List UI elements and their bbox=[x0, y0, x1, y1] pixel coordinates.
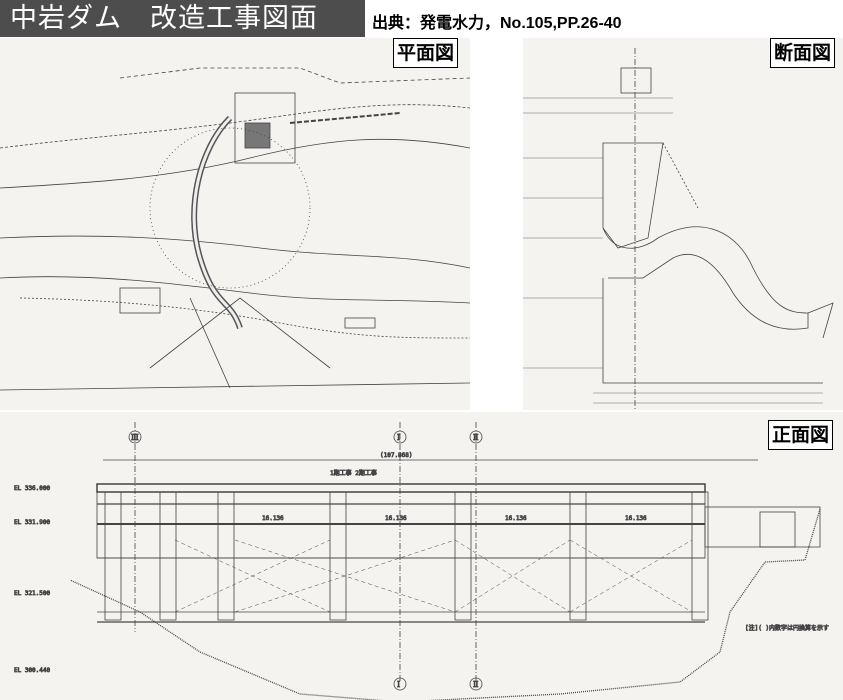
section-view-drawing: 断面図 bbox=[523, 38, 843, 410]
dam-pier bbox=[454, 491, 472, 621]
source-citation: 出典：発電水力，No.105,PP.26-40 bbox=[372, 15, 622, 32]
front-elevation-drawing: (107.868) 1期工事 2期工事 Ⅲ Ⅰ Ⅱ Ⅰ Ⅱ EL 336.000… bbox=[0, 412, 843, 700]
span-label: 16.136 bbox=[625, 515, 647, 522]
footnote: [注]( )内数字は円換算を示す bbox=[745, 624, 829, 632]
elevation-label: EL 331.900 bbox=[14, 519, 51, 526]
elevation-label: EL 336.000 bbox=[14, 485, 51, 492]
phase-note: 1期工事 2期工事 bbox=[330, 469, 377, 477]
dam-pier bbox=[159, 491, 177, 621]
document-title: 中岩ダム 改造工事図面 bbox=[0, 0, 365, 37]
plan-view-drawing: 平面図 bbox=[0, 38, 470, 410]
span-label: 16.136 bbox=[385, 515, 407, 522]
dam-pier bbox=[569, 491, 587, 621]
total-length-dim: (107.868) bbox=[380, 452, 413, 459]
plan-view-label: 平面図 bbox=[393, 38, 459, 68]
section-mark-i-bottom: Ⅰ bbox=[397, 680, 400, 689]
section-mark-i: Ⅰ bbox=[397, 433, 400, 442]
section-mark-ii: Ⅱ bbox=[473, 433, 478, 442]
dam-pier bbox=[329, 491, 347, 621]
dam-pier bbox=[217, 491, 235, 621]
section-mark-ii-bottom: Ⅱ bbox=[473, 680, 478, 689]
dam-pier bbox=[691, 491, 709, 621]
front-elevation-label: 正面図 bbox=[768, 420, 834, 450]
elevation-label: EL 300.440 bbox=[14, 667, 51, 674]
elevation-label: EL 321.500 bbox=[14, 590, 51, 597]
section-mark-iii: Ⅲ bbox=[131, 433, 139, 442]
span-label: 16.136 bbox=[262, 515, 284, 522]
dam-pier bbox=[104, 491, 122, 621]
span-label: 16.136 bbox=[505, 515, 527, 522]
section-view-label: 断面図 bbox=[770, 38, 836, 68]
